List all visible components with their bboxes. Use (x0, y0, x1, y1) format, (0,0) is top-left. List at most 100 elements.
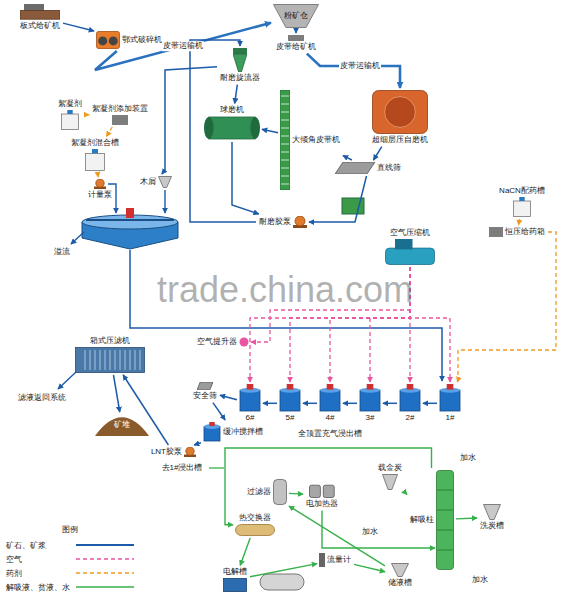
legend-line (76, 586, 134, 588)
mill-icon (204, 116, 260, 140)
sol-line (289, 493, 303, 495)
bin-body (274, 5, 319, 28)
conveyor-rung (281, 136, 289, 137)
legend-line (76, 572, 134, 574)
bin-unit: 粉矿仓 (273, 4, 319, 28)
cyclone-unit: 耐磨旋流器 (219, 48, 261, 83)
reag-line (457, 232, 556, 382)
tank-unit: 4# (319, 384, 341, 423)
legend-text: 解吸液、贫液、水 (6, 582, 74, 593)
heater-unit: 电加热器 (305, 482, 339, 509)
tankw-icon (513, 197, 531, 217)
thickener-bridge (86, 219, 174, 221)
screen-deck (197, 382, 213, 390)
sol-line (225, 448, 432, 525)
smallbox-icon (112, 115, 128, 125)
equipment-label: 电解槽 (222, 567, 248, 577)
legend-sample (74, 555, 136, 563)
hopper-body (484, 505, 501, 520)
compressor-unit: 空气压缩机 (385, 228, 435, 265)
mill-end (250, 117, 260, 139)
column-band (437, 530, 453, 531)
pump-icon (94, 179, 106, 189)
ore-line (162, 67, 217, 174)
cell-unit: 电解槽 (222, 567, 248, 592)
note-label: 加水 (471, 575, 489, 585)
heater-body (323, 485, 334, 497)
conveyor-rung (281, 176, 289, 177)
hx-unit: 热交换器 (235, 513, 275, 536)
crusher-unit: 鄂式破碎机 (96, 31, 163, 49)
press-plate (135, 350, 136, 370)
legend-row: 空气 (6, 552, 136, 566)
meter-icon (319, 553, 325, 567)
crusher-frame (97, 32, 120, 49)
ore-line (63, 23, 94, 31)
note-label: 溢流 (53, 247, 71, 257)
hopper-unit: 洗炭槽 (479, 504, 505, 531)
hopper-unit: 木屑 (139, 176, 172, 188)
equipment-label: 直线筛 (376, 163, 402, 173)
equipment-label: 球磨机 (219, 105, 245, 115)
conveyor-rung (281, 168, 289, 169)
column-band (437, 550, 453, 551)
airlift-head (240, 338, 249, 347)
tankw-unit: NaCN配药槽 (498, 186, 546, 217)
equipment-label: 木屑 (139, 177, 157, 187)
equipment-label: 洗炭槽 (479, 521, 505, 531)
equipment-label: 2# (405, 413, 416, 423)
tank-unit: 6# (239, 384, 261, 423)
hx-shell (236, 525, 275, 536)
hopper-body (383, 475, 398, 490)
tank-unit: 1# (439, 384, 461, 423)
equipment-label: 储液槽 (387, 578, 413, 588)
sol-line (250, 564, 317, 577)
overflow-pipe (71, 232, 84, 244)
screen-deck (335, 162, 375, 174)
press-icon (75, 347, 145, 373)
equipment-label: 5# (285, 413, 296, 423)
compressor-tank (386, 248, 435, 264)
pump-unit: LNT胶泵 (150, 447, 196, 457)
tank-icon (279, 384, 301, 412)
cyclone-cone (233, 54, 247, 72)
press-plate (85, 350, 86, 370)
conveyor-rung (281, 104, 289, 105)
ore-line (213, 403, 225, 420)
conveyor-unit: 大倾角皮带机 (280, 90, 341, 190)
tank-body (400, 390, 420, 411)
conveyor-rung (281, 128, 289, 129)
tank-motor (367, 384, 374, 390)
note-label: 去1#浸出槽 (161, 463, 204, 473)
equipment-label: 耐磨旋流器 (219, 73, 261, 83)
equipment-label: 空气压缩机 (389, 228, 431, 238)
crusher-icon (96, 31, 120, 49)
press-plate (115, 350, 116, 370)
press-frame (76, 348, 145, 373)
tankw-motor (92, 149, 98, 153)
filter-icon (273, 479, 287, 505)
equipment-label: 超细层压自磨机 (371, 135, 429, 145)
equipment-label: 皮带给矿机 (275, 42, 317, 52)
column-body (437, 471, 454, 570)
tankw-unit: 絮凝剂 (57, 99, 83, 130)
crusher-wheel (98, 36, 107, 45)
legend-text: 药剂 (6, 568, 74, 579)
smallbox-body (288, 35, 304, 41)
conveyor-rung (281, 144, 289, 145)
tank-body (320, 390, 340, 411)
tankw-body (62, 114, 79, 130)
crusher-wheel (109, 36, 118, 45)
equipment-label: 粉矿仓 (283, 11, 309, 21)
reag-line (106, 127, 112, 136)
equipment-label: LNT胶泵 (150, 447, 183, 457)
note-label: 滤液返回系统 (17, 393, 67, 403)
air-line (410, 267, 450, 382)
meter-unit: 流量计 (319, 553, 352, 567)
tankw-unit: 絮凝剂混合槽 (70, 138, 120, 171)
sol-line (322, 511, 435, 548)
reag-line (85, 114, 89, 115)
equipment-label: 空气提升器 (196, 337, 238, 347)
equipment-label: 板式给矿机 (19, 21, 61, 31)
sol-line (456, 517, 477, 519)
